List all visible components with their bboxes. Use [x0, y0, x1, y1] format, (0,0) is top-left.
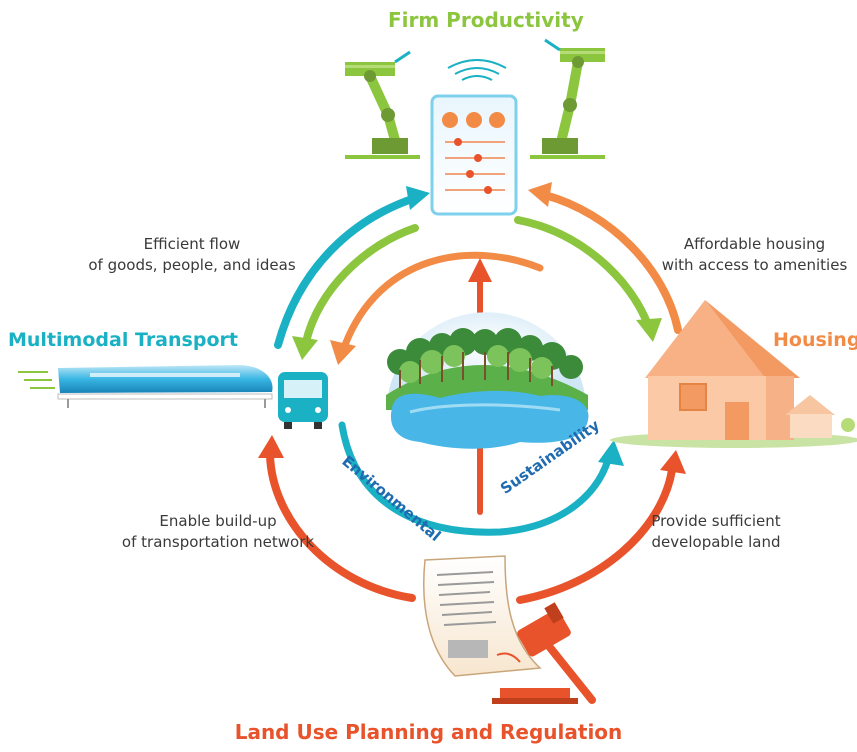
arrow-inner-teal — [338, 421, 624, 536]
arrow-landuse-to-transport — [258, 435, 416, 602]
caption-landuse-to-transport: Enable build-up of transportation networ… — [108, 511, 328, 553]
caption-line: Efficient flow — [143, 235, 241, 253]
arrow-firm-to-housing — [514, 216, 662, 342]
caption-line: Affordable housing — [683, 235, 826, 253]
arrow-inner-orange — [330, 251, 544, 365]
node-title-multimodal-transport: Multimodal Transport — [8, 329, 238, 351]
land-use-illustration — [423, 555, 596, 704]
caption-line: of goods, people, and ideas — [88, 256, 296, 274]
arrow-landuse-to-housing — [516, 450, 686, 604]
caption-line: Provide sufficient — [651, 512, 781, 530]
caption-line: Enable build-up — [159, 512, 277, 530]
node-title-firm-productivity: Firm Productivity — [388, 8, 584, 32]
transport-illustration — [18, 365, 328, 429]
firm-productivity-illustration — [345, 38, 605, 216]
arrow-transport-to-firm — [274, 186, 430, 349]
node-title-land-use: Land Use Planning and Regulation — [234, 720, 623, 744]
caption-line: of transportation network — [121, 533, 315, 551]
node-title-housing: Housing — [773, 329, 857, 351]
caption-line: developable land — [651, 533, 781, 551]
arrow-firm-to-transport — [292, 224, 419, 360]
caption-line: with access to amenities — [661, 256, 848, 274]
caption-housing-to-firm: Affordable housing with access to amenit… — [652, 234, 857, 276]
arrow-housing-to-firm — [528, 182, 682, 334]
housing-illustration — [610, 300, 857, 448]
environment-illustration — [386, 312, 589, 449]
caption-landuse-to-housing: Provide sufficient developable land — [626, 511, 806, 553]
caption-transport-to-firm: Efficient flow of goods, people, and ide… — [72, 234, 312, 276]
